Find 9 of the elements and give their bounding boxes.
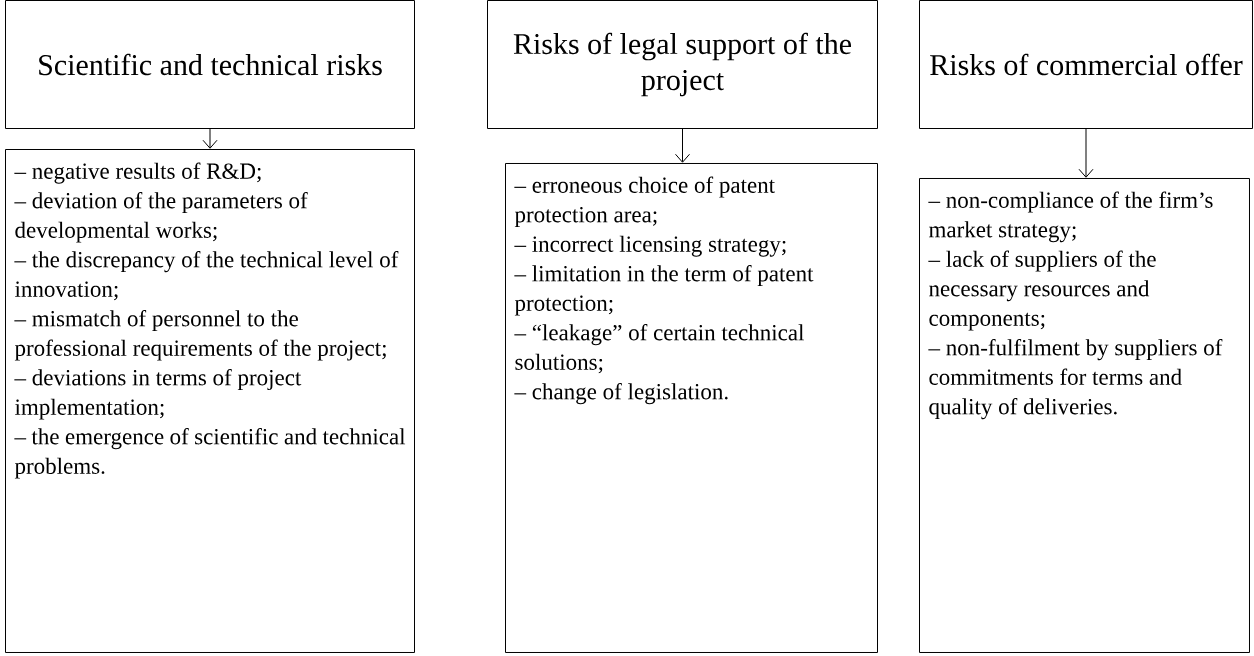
arrow [675, 128, 690, 163]
title-box: Scientific and technical risks [5, 0, 415, 129]
title-box: Risks of commercial offer [919, 0, 1253, 129]
list-box: – non-compliance of the firm’s market strategy; – lack of suppliers of the necessary resources and components; – non-fulfilment by suppliers of commitments for terms and quality of deliveries. [919, 178, 1250, 653]
arrow [1078, 128, 1094, 178]
title-box: Risks of legal support of the project [487, 0, 878, 129]
list-box: – erroneous choice of patent protection area; – incorrect licensing strategy; – limitation in the term of patent protection; – “leakage” of certain technical solutions; – change of legislation. [505, 163, 878, 653]
arrow [202, 128, 218, 149]
list-box: – negative results of R&D; – deviation of the parameters of developmental works; – the discrepancy of the technical level of innovation; – mismatch of personnel to the professional requirements of the project; – deviations in terms of project implementation; – the emergence of scientific and technical problems. [5, 149, 415, 653]
